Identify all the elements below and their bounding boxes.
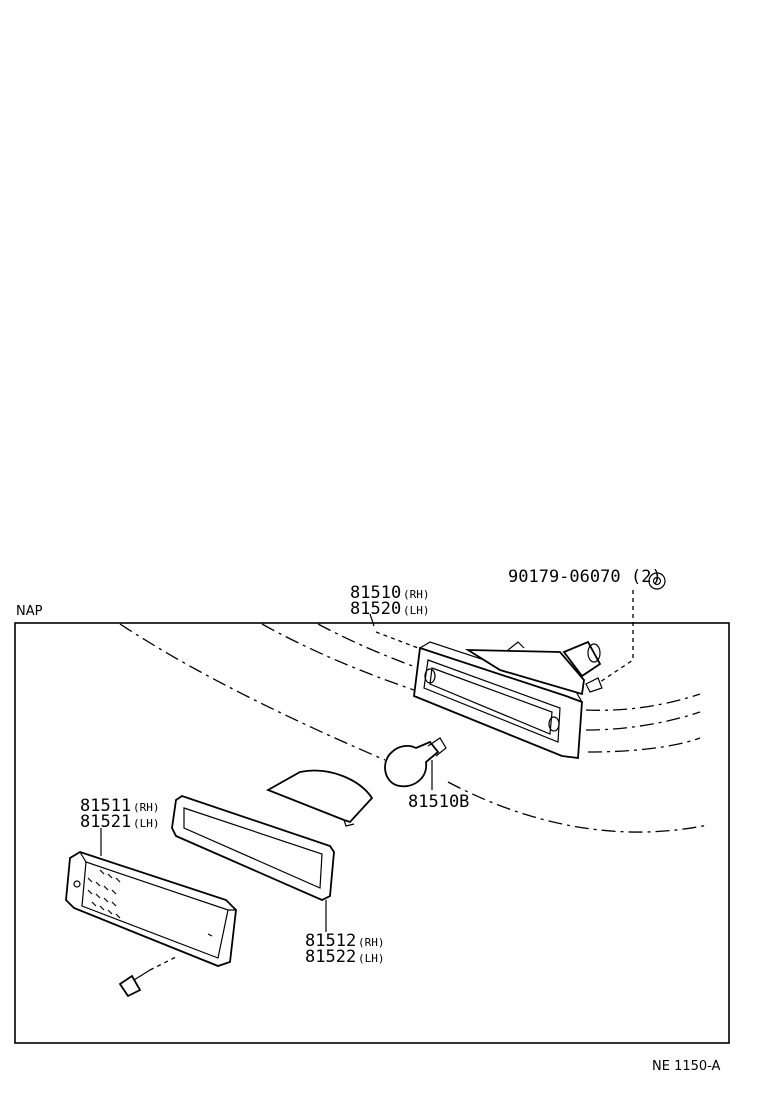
lens-rh-number: 81511 — [80, 796, 131, 816]
bolt-quantity: (2) — [631, 567, 662, 587]
gasket-part — [171, 795, 335, 901]
gasket-lh-side: (LH) — [358, 952, 385, 965]
lamp-housing — [413, 640, 603, 760]
callout-gasket: 81512 (RH) 81522 (LH) — [305, 931, 385, 967]
figure-code: NE 1150-A — [652, 1059, 721, 1074]
housing-lh-number: 81520 — [350, 599, 401, 619]
bumper-outline — [119, 623, 709, 833]
housing-lh-side: (LH) — [403, 604, 430, 617]
area-label: NAP — [16, 604, 43, 619]
lens-part — [65, 851, 237, 967]
callout-bolt: 90179-06070 (2) — [508, 567, 662, 587]
lens-lh-number: 81521 — [80, 812, 131, 832]
lens-lh-side: (LH) — [133, 817, 160, 830]
bulb-number: 81510B — [408, 792, 469, 812]
gasket-lh-number: 81522 — [305, 947, 356, 967]
reflector-part — [265, 769, 374, 827]
leader-lines — [100, 613, 419, 932]
bulb-part — [384, 737, 447, 790]
diagram-frame — [14, 622, 730, 1044]
housing-rh-side: (RH) — [403, 588, 430, 601]
lens-grid — [87, 869, 121, 919]
bolt-number: 90179-06070 — [508, 567, 621, 587]
callout-bulb: 81510B — [408, 792, 469, 812]
lens-rh-side: (RH) — [133, 801, 160, 814]
gasket-rh-number: 81512 — [305, 931, 356, 951]
callout-housing: 81510 (RH) 81520 (LH) — [350, 583, 430, 619]
housing-rh-number: 81510 — [350, 583, 401, 603]
screw-part — [118, 955, 179, 998]
callout-lens: 81511 (RH) 81521 (LH) — [80, 796, 160, 832]
gasket-rh-side: (RH) — [358, 936, 385, 949]
bolt-part — [599, 572, 666, 683]
